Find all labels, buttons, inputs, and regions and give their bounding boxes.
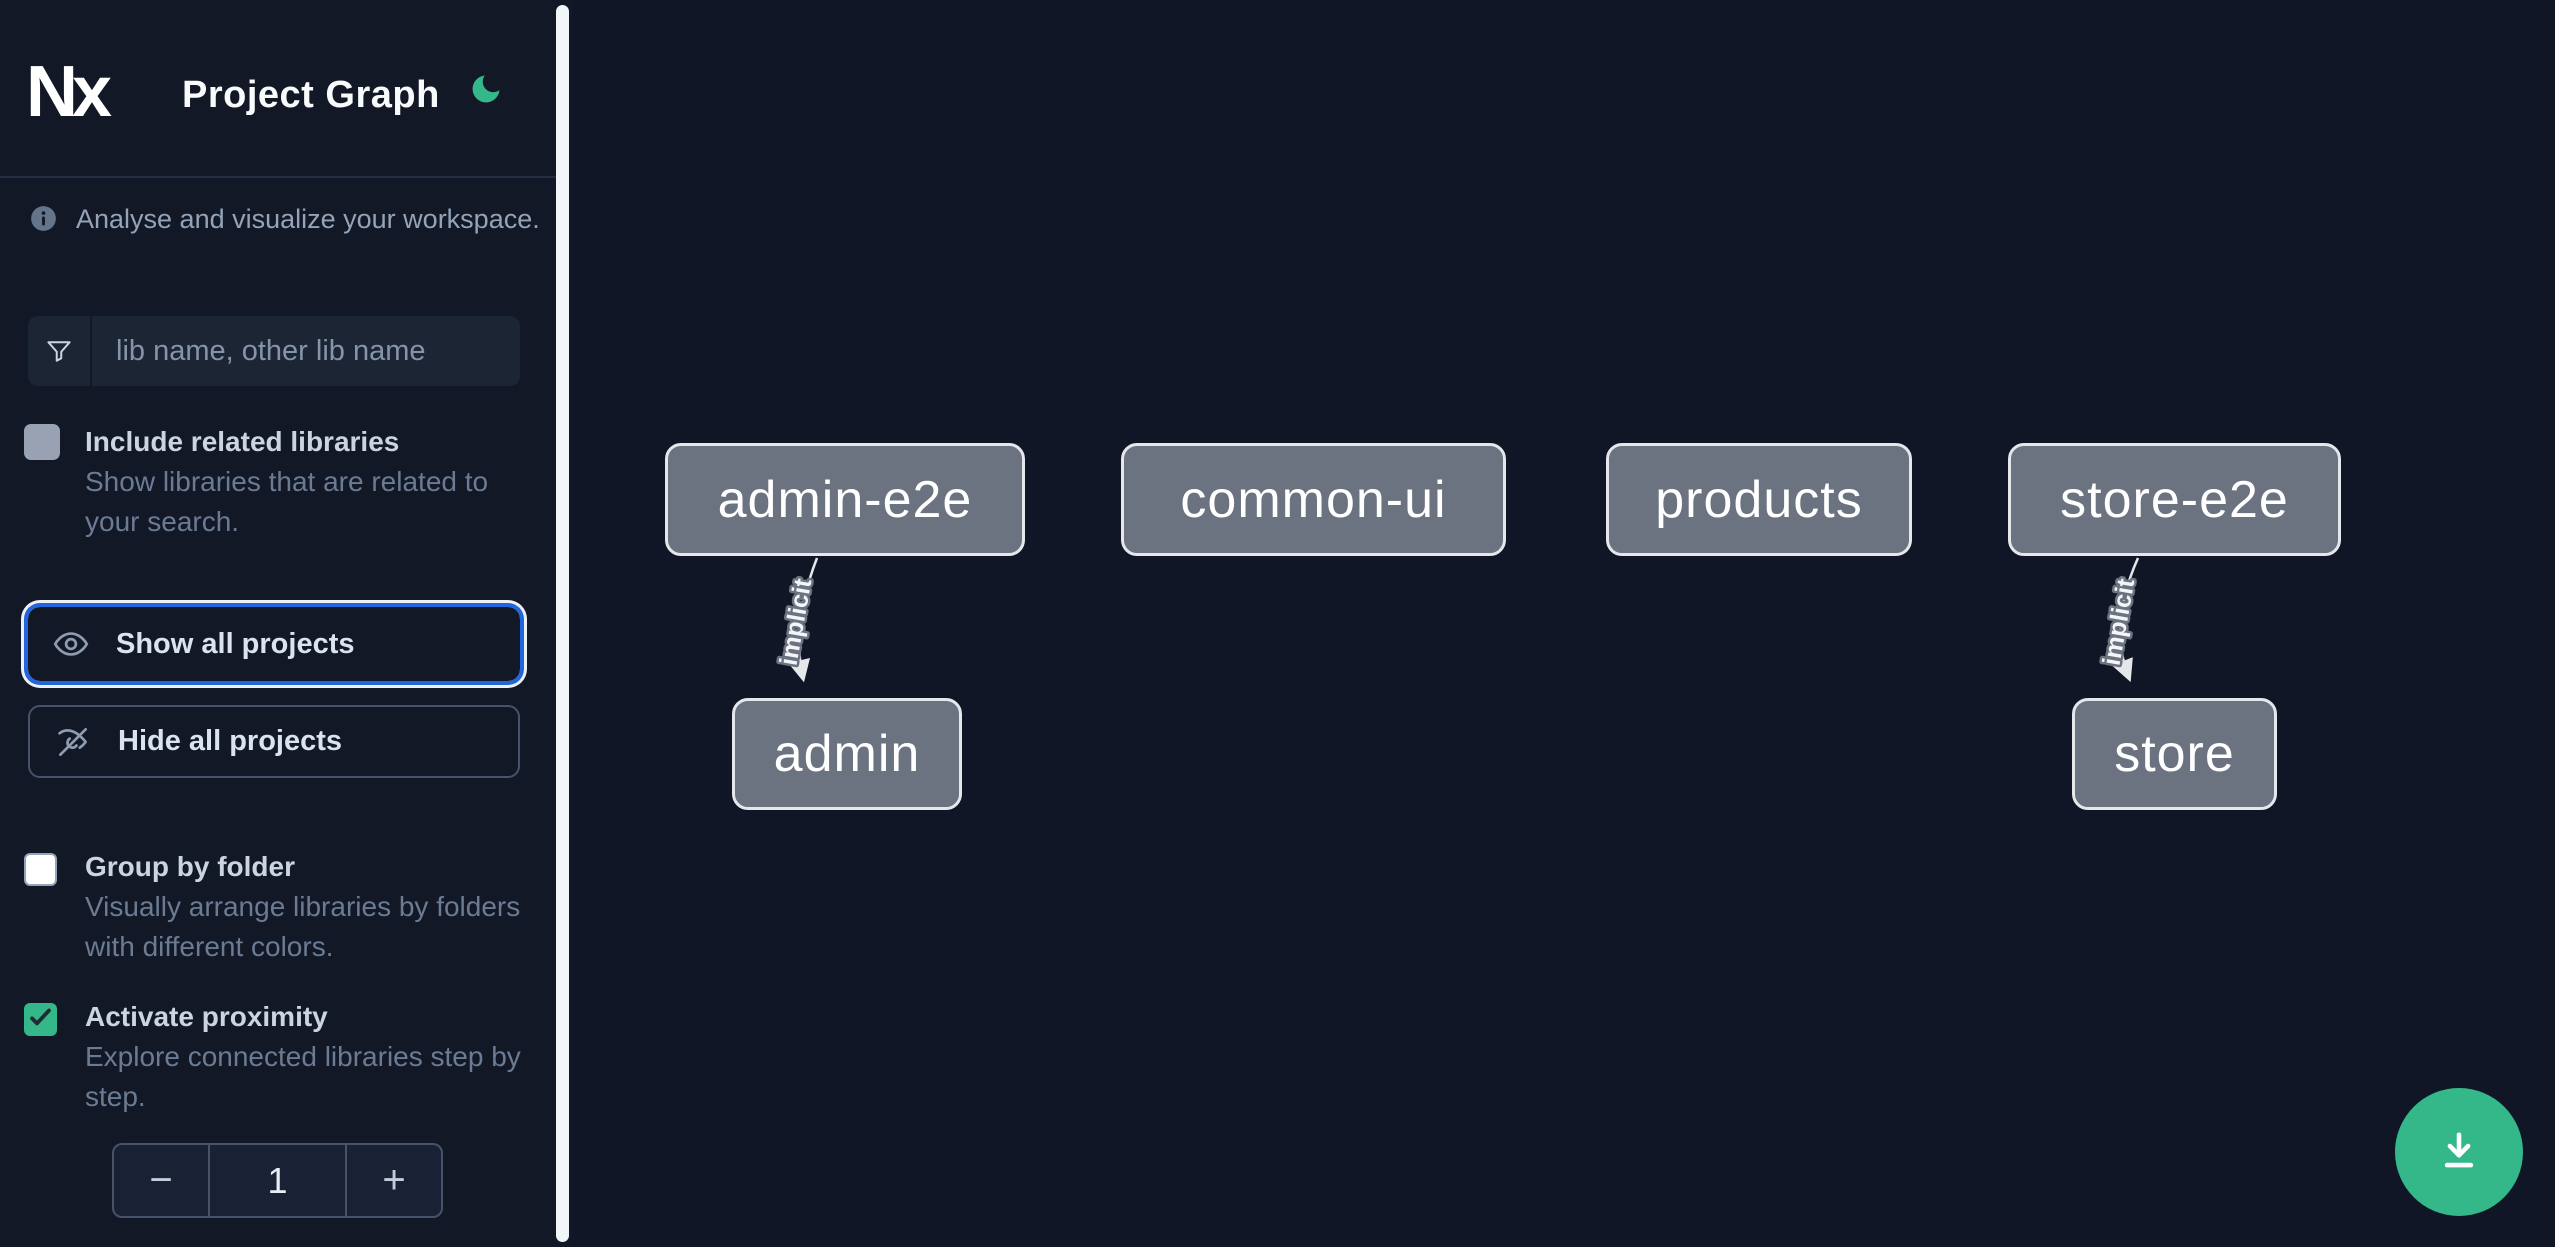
show-all-projects-button[interactable]: Show all projects: [28, 607, 520, 681]
sidebar: Nx Project Graph Analyse and visualize y…: [0, 0, 572, 1247]
option-description: Show libraries that are related to your …: [85, 466, 489, 537]
eye-icon: [52, 625, 90, 663]
checkbox-group-by-folder[interactable]: [24, 853, 57, 886]
eye-off-icon: [54, 723, 92, 761]
option-description: Explore connected libraries step by step…: [85, 1041, 521, 1112]
graph-canvas[interactable]: implicit implicit admin-e2e common-ui pr…: [572, 0, 2555, 1247]
filter-icon: [28, 316, 92, 386]
graph-node-store[interactable]: store: [2072, 698, 2277, 810]
check-icon: [27, 1004, 54, 1036]
graph-node-admin-e2e[interactable]: admin-e2e: [665, 443, 1025, 556]
download-icon: [2433, 1125, 2485, 1180]
edge-store-e2e-to-store[interactable]: implicit: [2095, 557, 2143, 683]
edge-admin-e2e-to-admin[interactable]: implicit: [772, 557, 820, 683]
proximity-depth-value[interactable]: 1: [208, 1145, 347, 1216]
nx-logo: Nx: [26, 52, 112, 132]
edge-label: implicit: [775, 576, 818, 668]
search-input[interactable]: [92, 316, 520, 386]
option-label: Group by folder: [85, 851, 295, 882]
graph-node-products[interactable]: products: [1606, 443, 1912, 556]
graph-node-admin[interactable]: admin: [732, 698, 962, 810]
checkbox-activate-proximity[interactable]: [24, 1003, 57, 1036]
header-divider: [0, 176, 556, 178]
proximity-depth-stepper: − 1 +: [112, 1143, 443, 1218]
edge-path: [2111, 557, 2140, 683]
show-all-projects-label: Show all projects: [116, 627, 355, 660]
option-label: Activate proximity: [85, 1001, 328, 1032]
search-input-group: [28, 316, 520, 386]
moon-icon: [468, 75, 504, 110]
decrement-button[interactable]: −: [114, 1145, 208, 1216]
option-label: Include related libraries: [85, 426, 400, 457]
increment-button[interactable]: +: [347, 1145, 441, 1216]
page-title: Project Graph: [182, 74, 440, 116]
graph-node-store-e2e[interactable]: store-e2e: [2008, 443, 2341, 556]
graph-node-common-ui[interactable]: common-ui: [1121, 443, 1506, 556]
hide-all-projects-button[interactable]: Hide all projects: [28, 705, 520, 778]
dark-mode-toggle[interactable]: [458, 62, 514, 118]
edge-path: [788, 557, 819, 683]
checkbox-include-related-libraries[interactable]: [24, 424, 60, 460]
graph-edges: implicit implicit: [772, 557, 2143, 683]
info-icon: [30, 205, 57, 232]
sidebar-scrollbar-thumb[interactable]: [556, 5, 569, 1242]
edge-label: implicit: [2098, 576, 2141, 668]
option-description: Visually arrange libraries by folders wi…: [85, 891, 521, 962]
hide-all-projects-label: Hide all projects: [118, 725, 343, 757]
download-image-button[interactable]: [2395, 1088, 2523, 1216]
tagline-text: Analyse and visualize your workspace.: [76, 204, 540, 234]
